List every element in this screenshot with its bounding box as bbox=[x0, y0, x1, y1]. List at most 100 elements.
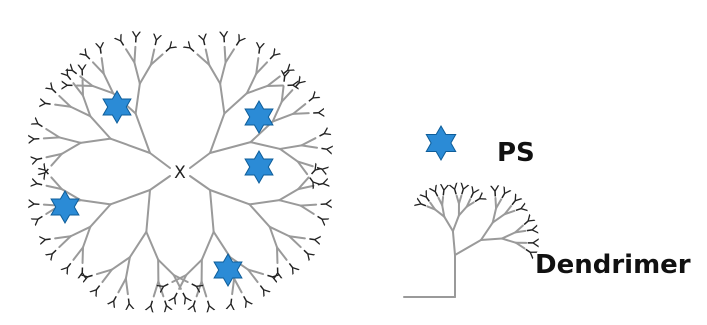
terminal-group: Y bbox=[87, 279, 107, 300]
terminal-group: Y bbox=[28, 210, 49, 229]
branch-line bbox=[210, 114, 224, 153]
branch-line bbox=[136, 84, 140, 114]
terminal-group: Y bbox=[201, 295, 217, 315]
branch-line bbox=[210, 190, 214, 232]
branch-line bbox=[130, 232, 146, 257]
ps-star-icon bbox=[245, 101, 273, 133]
branch-line bbox=[293, 113, 309, 114]
branch-line bbox=[251, 142, 280, 149]
branch-line bbox=[279, 189, 298, 200]
branch-line bbox=[225, 47, 226, 63]
branch-line bbox=[136, 114, 150, 153]
branch-line bbox=[249, 200, 279, 204]
branch-line bbox=[220, 62, 225, 83]
branch-line bbox=[150, 153, 170, 168]
branch-line bbox=[302, 145, 318, 147]
branch-line bbox=[158, 260, 174, 275]
terminal-group: Y bbox=[153, 277, 174, 295]
terminal-group: Y bbox=[311, 209, 332, 228]
branch-line bbox=[280, 149, 298, 162]
branch-line bbox=[444, 217, 453, 231]
branch-line bbox=[134, 47, 135, 63]
terminal-group: Y bbox=[237, 290, 255, 311]
branch-line bbox=[220, 84, 224, 114]
branch-line bbox=[210, 190, 249, 204]
branch-line bbox=[210, 142, 251, 153]
branch-line bbox=[146, 190, 150, 232]
branch-line bbox=[118, 279, 125, 293]
branch-line bbox=[111, 139, 150, 153]
terminal-group: Y bbox=[317, 142, 336, 156]
legend-ps-icon bbox=[426, 126, 455, 160]
terminal-group: Y bbox=[224, 294, 237, 313]
legend-dendrimer-label: Dendrimer bbox=[535, 250, 691, 280]
ps-molecules bbox=[51, 91, 273, 286]
branch-line bbox=[190, 153, 210, 168]
terminal-group: Y bbox=[111, 31, 130, 52]
legend-dendrimer-icon: YYYYYYYYYYYYYYYY bbox=[404, 179, 542, 297]
terminal-group: Y bbox=[76, 61, 88, 79]
terminal-group: Y bbox=[25, 198, 44, 210]
terminal-group: Y bbox=[94, 39, 107, 58]
terminal-group: Y bbox=[196, 30, 211, 50]
terminal-group: Y bbox=[309, 107, 327, 119]
branch-line bbox=[73, 247, 83, 259]
terminal-group: Y bbox=[218, 28, 230, 47]
branch-line bbox=[209, 65, 220, 84]
ps-star-icon bbox=[214, 254, 242, 286]
terminal-group: Y bbox=[305, 233, 324, 246]
branch-line bbox=[481, 223, 493, 240]
terminal-group: Y bbox=[28, 115, 49, 134]
branch-line bbox=[59, 137, 80, 142]
terminal-group: Y bbox=[105, 290, 123, 311]
branch-line bbox=[202, 232, 214, 260]
branch-line bbox=[249, 204, 269, 226]
legend-ps-label: PS bbox=[497, 138, 535, 168]
branch-line bbox=[62, 143, 81, 154]
branch-line bbox=[214, 232, 230, 257]
branch-line bbox=[111, 190, 150, 204]
branch-line bbox=[267, 76, 279, 86]
branch-line bbox=[226, 49, 234, 62]
branch-line bbox=[190, 176, 210, 190]
branch-line bbox=[234, 279, 241, 293]
branch-line bbox=[302, 138, 316, 145]
branch-line bbox=[90, 116, 110, 138]
terminal-group: Y bbox=[123, 294, 136, 313]
branch-line bbox=[44, 137, 60, 138]
branch-line bbox=[459, 207, 467, 216]
branch-line bbox=[277, 247, 287, 259]
ps-star-icon bbox=[426, 126, 455, 160]
terminal-group: Y bbox=[229, 31, 248, 52]
branch-line bbox=[455, 240, 481, 255]
branch-line bbox=[46, 129, 59, 137]
branch-line bbox=[126, 279, 128, 295]
branch-line bbox=[150, 176, 170, 190]
branch-line bbox=[224, 93, 246, 113]
branch-line bbox=[90, 204, 110, 226]
branch-line bbox=[186, 260, 202, 275]
branch-line bbox=[301, 205, 317, 206]
branch-line bbox=[146, 232, 158, 260]
branch-line bbox=[81, 139, 111, 143]
terminal-group: Y bbox=[316, 198, 335, 210]
terminal-group: Y bbox=[58, 257, 78, 278]
terminal-group: Y bbox=[313, 125, 334, 143]
branch-line bbox=[453, 231, 455, 255]
branch-line bbox=[453, 215, 459, 231]
branch-line bbox=[502, 232, 515, 238]
terminal-group: Y bbox=[36, 97, 55, 110]
branch-line bbox=[301, 206, 314, 214]
ps-star-icon bbox=[245, 151, 273, 183]
branch-line bbox=[232, 279, 234, 295]
terminal-group: Y bbox=[25, 133, 44, 145]
branch-line bbox=[280, 145, 301, 149]
branch-line bbox=[279, 200, 300, 205]
terminal-group: Y bbox=[253, 39, 266, 58]
terminal-group: Y bbox=[36, 233, 55, 246]
branch-line bbox=[134, 62, 139, 83]
terminal-group: Y bbox=[149, 30, 164, 50]
